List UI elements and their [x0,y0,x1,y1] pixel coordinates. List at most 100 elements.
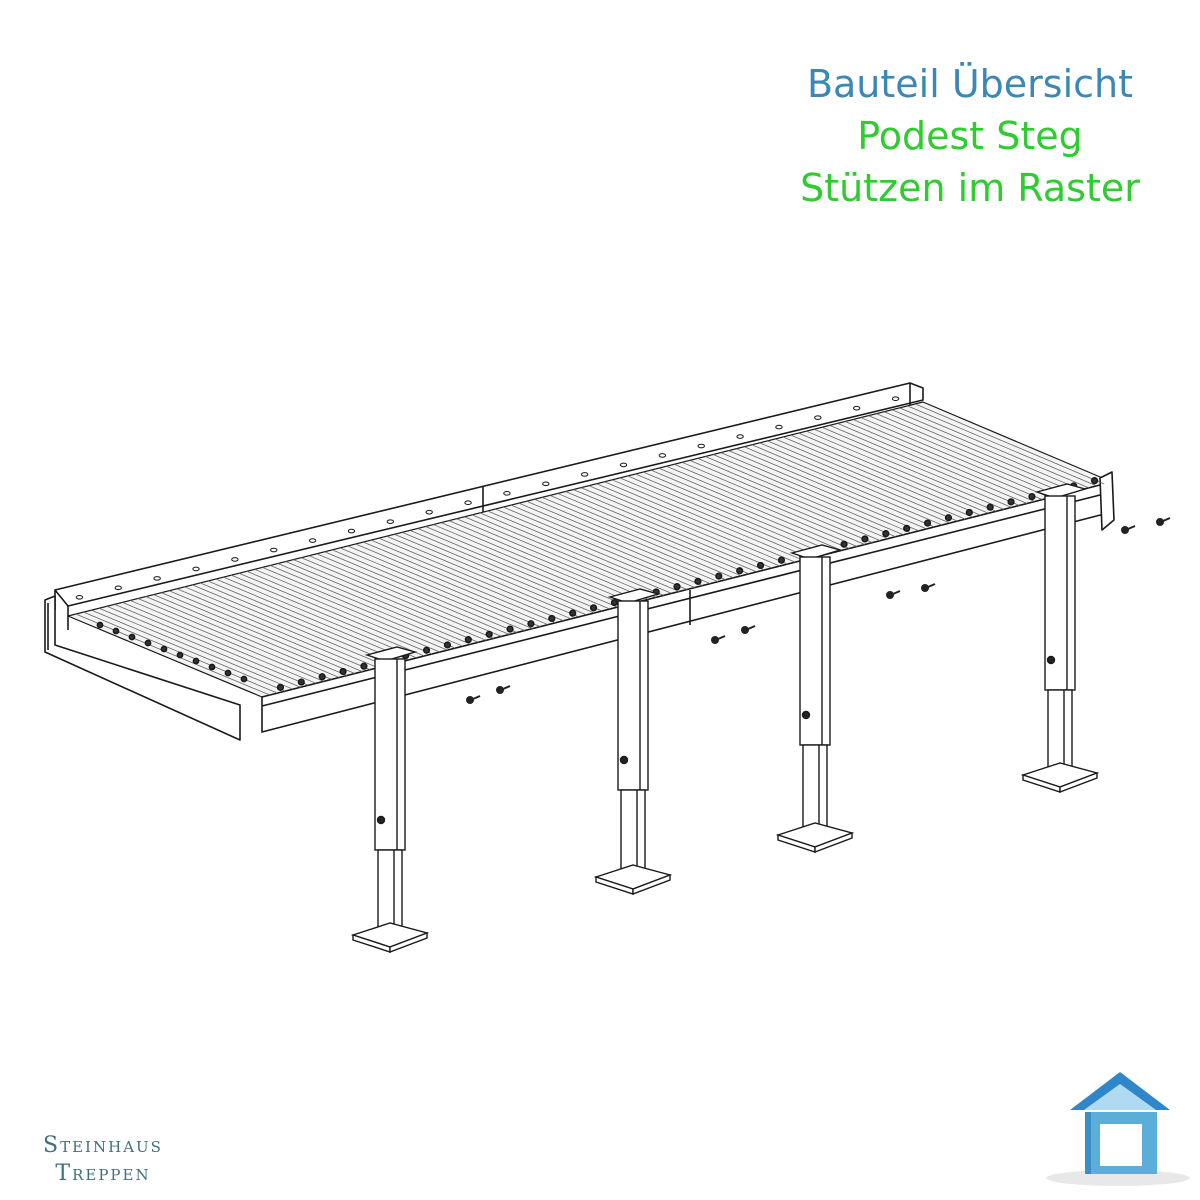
grating-bar [588,485,780,567]
grating-bar [440,522,634,604]
page-subtitle: Podest Steg [857,114,1083,158]
end-plate-right [1099,471,1115,531]
grating-bar [223,576,417,659]
grating-bar [355,543,549,626]
rail-hole [503,490,511,496]
rail-hole [814,415,822,420]
rail-hole [697,443,705,449]
grating-bar [192,584,386,667]
grating-bar [269,565,464,647]
post-lower [377,849,403,936]
grating-bar [176,588,371,671]
grating-bar [611,479,804,561]
grating-bar [627,475,819,557]
grating-bar [790,434,981,516]
grating-bar [736,448,927,530]
deck-bolt [1090,477,1099,485]
grating-bar [215,578,409,661]
grating-bar [347,545,541,628]
post-foot-edge [632,873,671,896]
grating-bar [821,426,1012,508]
grating-bar [806,430,997,512]
rail-hole [853,405,861,411]
deck-bolt [903,524,911,532]
loose-bolt [1121,526,1129,534]
grating-bar [899,407,1089,489]
deck-bolt [443,641,452,649]
support-post [1020,483,1100,794]
grating-bar [106,605,301,688]
grating-bar [907,405,1097,487]
deck-bolt [715,572,723,580]
bolt-shank [892,590,901,595]
grating-bar [674,463,865,545]
grating-bar [782,436,974,518]
deck-bolt [589,604,598,612]
grating-bar [339,547,533,629]
post-lower [1047,689,1073,776]
rail-hole [386,519,395,524]
grating-bar [75,613,270,696]
rail-hole [425,509,433,515]
deck-bolt [224,669,232,677]
grating-bar [712,454,904,536]
rail-hole [775,424,783,430]
deck-bolt [756,561,765,570]
grating-bar [510,504,703,586]
grating-bar [402,531,595,614]
deck-bolt [339,667,347,676]
grating-bar [262,566,456,649]
grating-bar [751,444,943,526]
grating-bar [798,432,989,514]
end-plate-left [44,595,241,741]
post-foot-edge [814,831,853,854]
rail-hole [347,528,356,534]
loose-bolt [741,626,749,634]
rail-hole [114,585,122,591]
support-post [775,544,855,854]
deck-bolt [610,598,619,607]
deck-bolt [176,651,184,659]
rail-hole [891,396,900,402]
grating-bar [534,498,726,581]
bolt-shank [472,695,481,700]
support-post [593,588,673,896]
bolt-shank [927,583,936,588]
grating-bar [635,473,827,555]
grating-bar [184,586,379,669]
grating-bar [876,413,1066,495]
grating-bar [565,491,757,573]
grating-bar [417,528,610,610]
grating-bar [254,568,448,651]
grating-bar [744,446,935,528]
post-pin [801,710,811,720]
grating-bar [98,607,294,690]
bolt-shank [747,625,756,630]
grating-bar [246,570,440,653]
grating-bar [285,561,479,643]
deck-bolt [673,583,681,591]
grating-bar [666,465,858,547]
grating-bar [394,533,587,616]
deck-bolt [882,530,890,538]
support-post [350,646,430,954]
grating-bar [549,495,742,577]
grating-bar [720,452,912,534]
rail-hole [542,481,550,487]
rail-hole [464,500,472,506]
grating-bar [775,438,966,520]
rail-hole [231,557,239,562]
deck-bolt [694,577,702,585]
deck-bolt [1028,492,1036,501]
title-block: Bauteil Übersicht Podest Steg Stützen im… [760,58,1180,214]
grating-bar [643,471,834,553]
bolt-shank [502,685,511,690]
deck-bolt [422,646,431,654]
grating-bar [650,469,842,551]
deck-bolt [485,630,493,638]
grating-bar [472,514,664,596]
grating-bar [891,409,1082,491]
grating-bar [153,594,348,676]
grating-bar [464,516,657,598]
